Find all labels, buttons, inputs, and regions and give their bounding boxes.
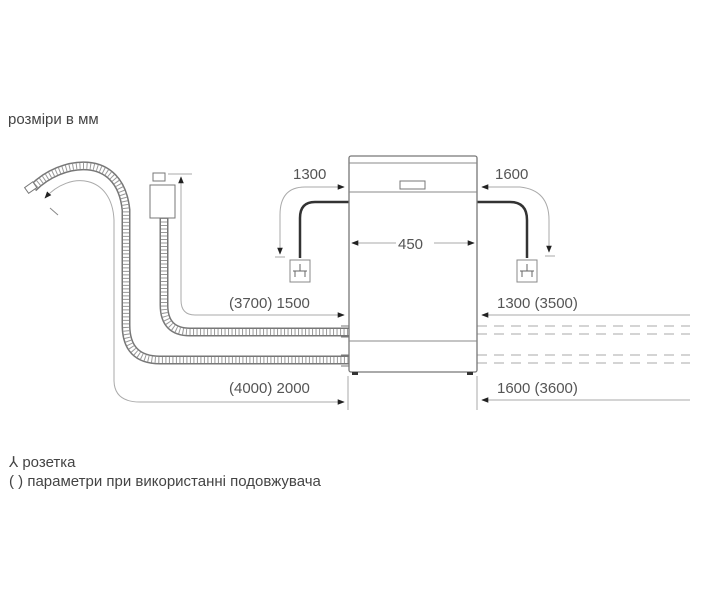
inlet-length-right: 1300 (3500) — [497, 295, 578, 312]
left-cable-length: 1300 — [293, 166, 326, 183]
left-power-cable — [298, 200, 349, 258]
right-socket-icon — [516, 259, 538, 283]
guide-lines — [44, 173, 690, 410]
legend-socket: ⅄ розетка — [9, 453, 76, 471]
units-caption: розміри в мм — [8, 111, 99, 128]
left-socket-icon — [289, 259, 311, 283]
width-label: 450 — [398, 236, 423, 253]
legend-brackets: ( ) параметри при використанні подовжува… — [9, 473, 321, 490]
socket-legend-icon: ⅄ — [9, 454, 19, 471]
right-cable-length: 1600 — [495, 166, 528, 183]
drain-length-left: (4000) 2000 — [229, 380, 310, 397]
brackets-legend-symbol: ( ) — [9, 473, 24, 490]
socket-legend-label: розетка — [22, 454, 76, 471]
dishwasher-front — [341, 155, 478, 375]
right-power-cable — [477, 200, 529, 258]
inlet-length-left: (3700) 1500 — [229, 295, 310, 312]
drain-length-right: 1600 (3600) — [497, 380, 578, 397]
brackets-legend-label: параметри при використанні подовжувача — [27, 473, 321, 490]
